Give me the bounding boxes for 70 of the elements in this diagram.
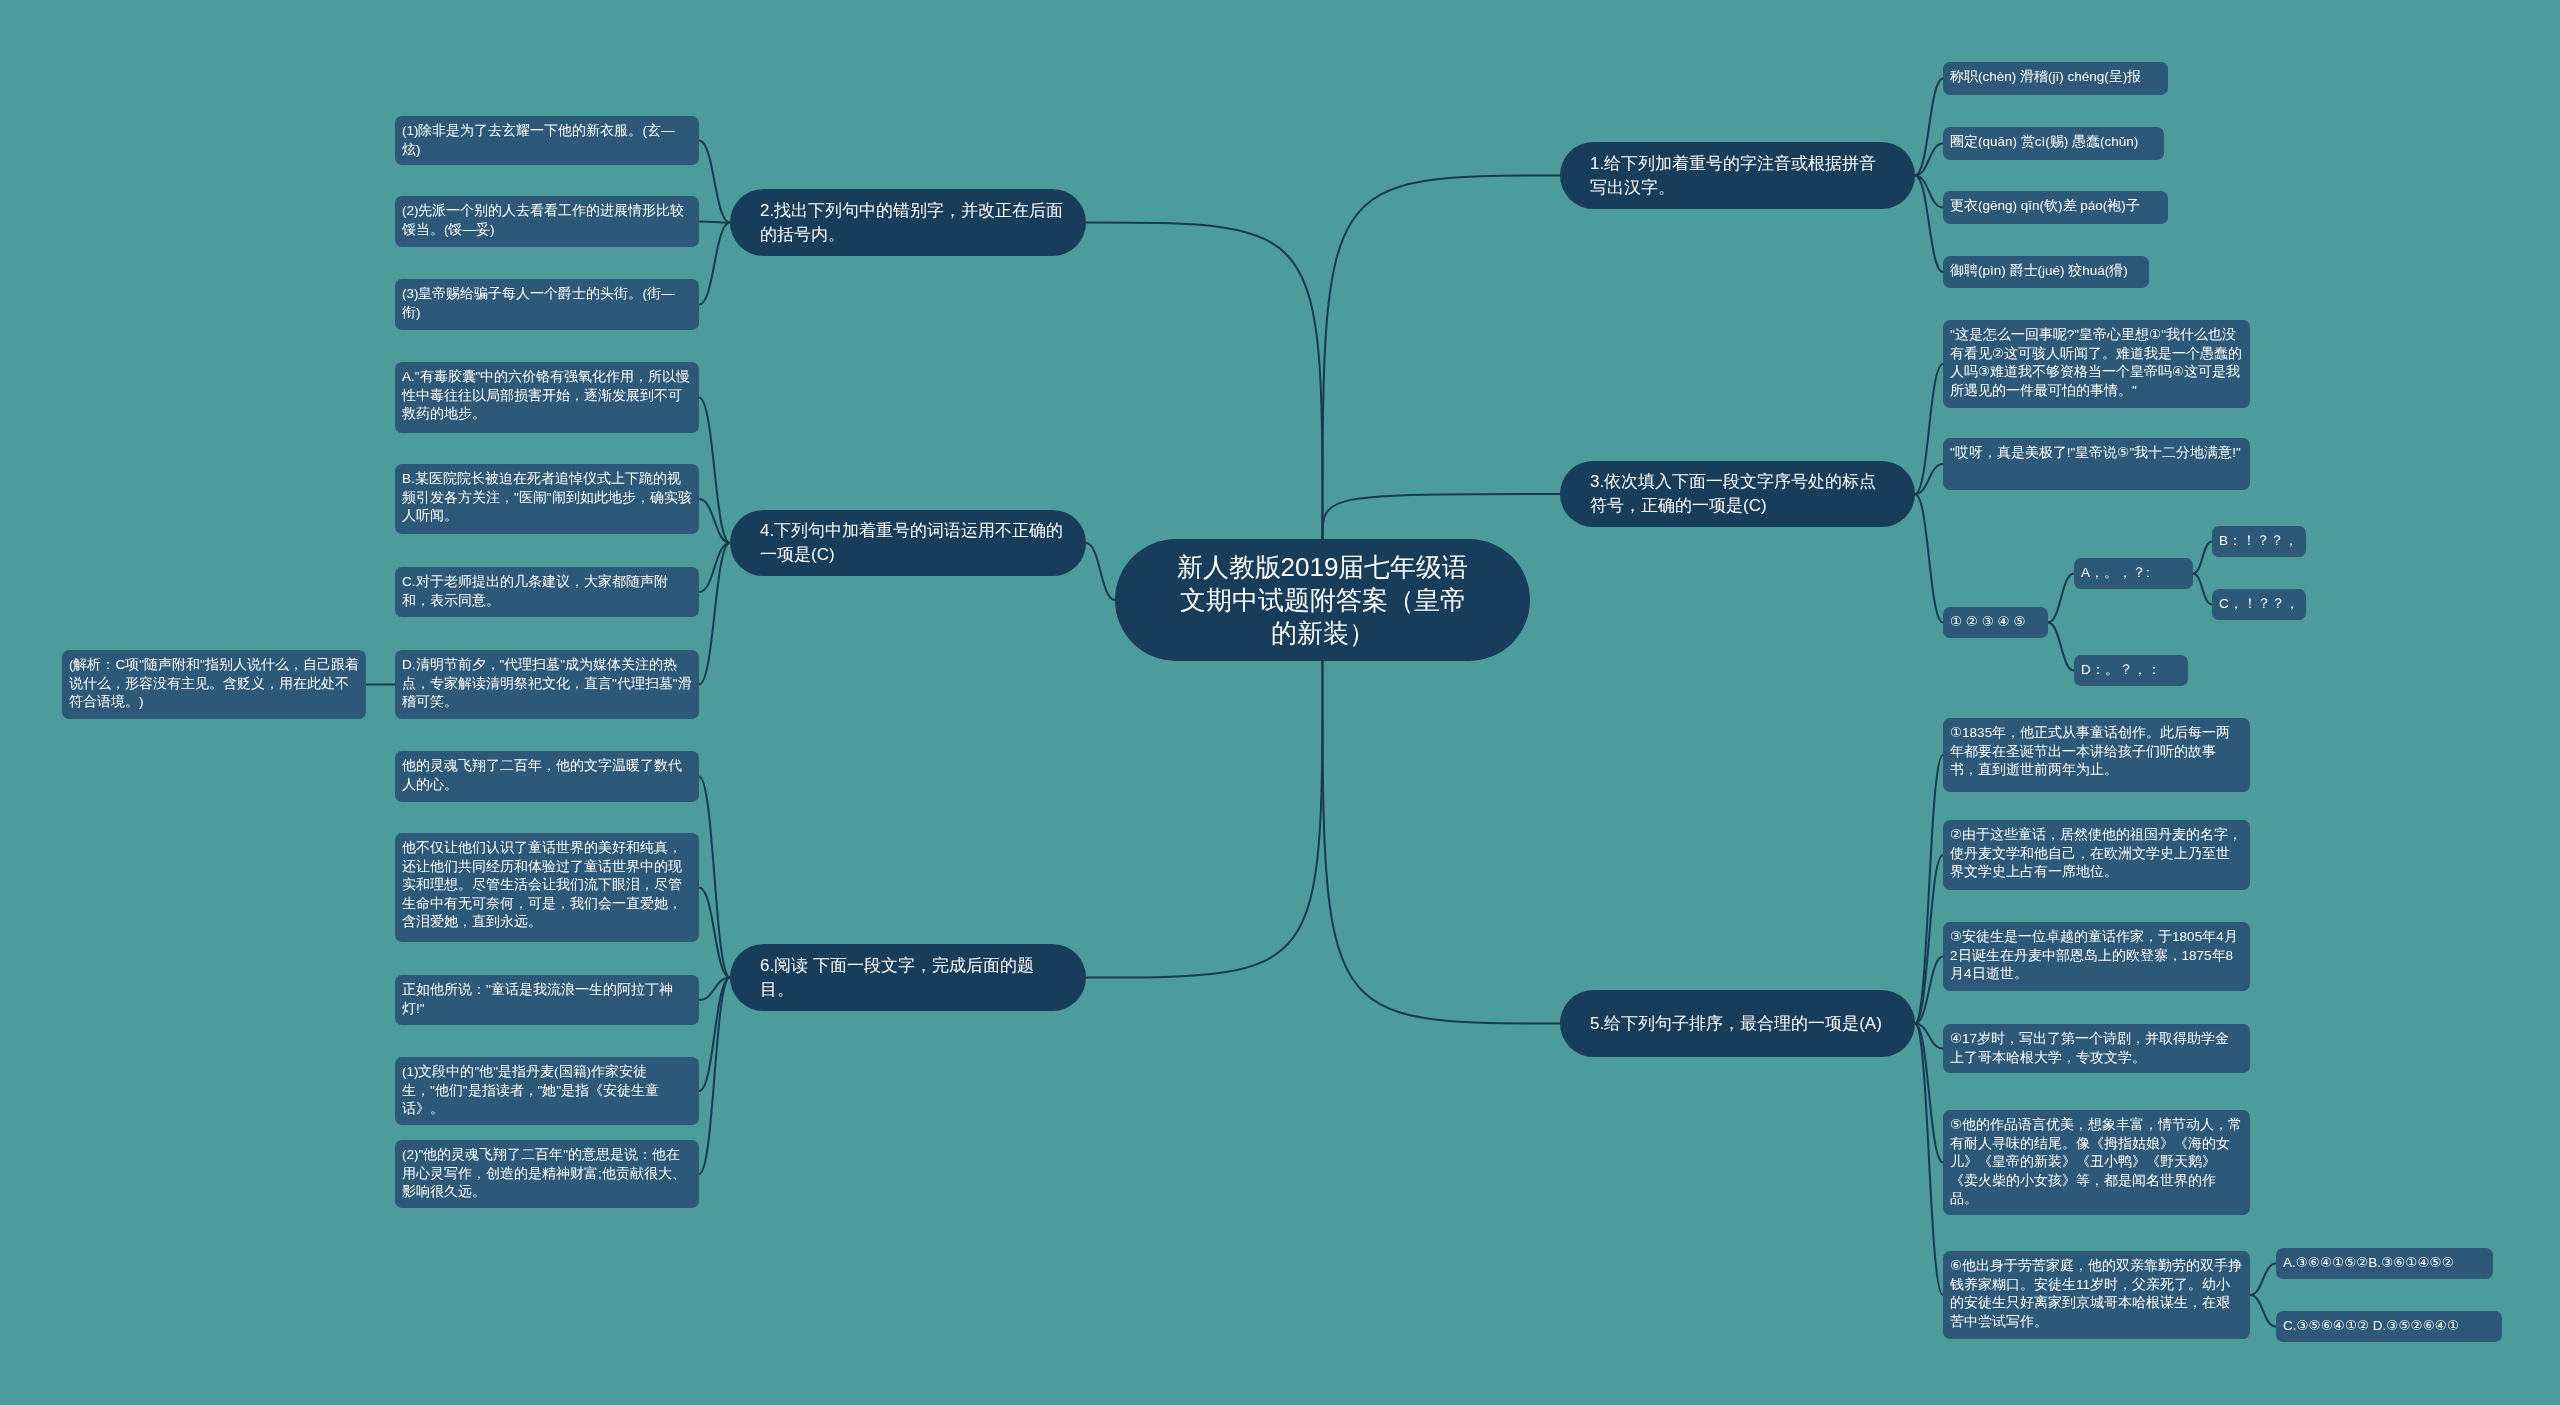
- connector-line: [2192, 572, 2213, 606]
- connector-line: [1914, 363, 1944, 495]
- subtopic-box: (1)除非是为了去玄耀一下他的新衣服。(玄—炫): [395, 116, 699, 165]
- topic-box: 5.给下列句子排序，最合理的一项是(A): [1560, 990, 1915, 1057]
- subtopic-box: D.清明节前夕，"代理扫墓"成为媒体关注的热点，专家解读清明祭祀文化，直言"代理扫墓"滑稽可笑。: [395, 650, 699, 719]
- subtopic-box: ① ② ③ ④ ⑤: [1943, 607, 2048, 638]
- subtopic-box: 他不仅让他们认识了童话世界的美好和纯真，还让他们共同经历和体验过了童话世界中的现实和理想。尽管生活会让我们流下眼泪，尽管生命中有无可奈何，可是，我们会一直爱她，含泪爱她，直到永远。: [395, 833, 699, 942]
- subtopic-box: 御聘(pìn) 爵士(jué) 狡huá(猾): [1943, 256, 2149, 288]
- connector-line: [2047, 621, 2075, 672]
- connector-line: [1914, 1022, 1944, 1050]
- connector-line: [698, 396, 731, 544]
- subtopic-box: B.某医院院长被迫在死者追悼仪式上下跪的视频引发各方关注，"医闹"闹到如此地步，确实骇人听闻。: [395, 464, 699, 534]
- connector-line: [1321, 493, 1561, 540]
- subtopic-box: ⑥他出身于劳苦家庭，他的双亲靠勤劳的双手挣钱养家糊口。安徒生11岁时，父亲死了。幼小的安徒生只好离家到京城哥本哈根谋生，在艰苦中尝试写作。: [1943, 1251, 2250, 1339]
- connector-line: [1321, 174, 1561, 540]
- central-topic: 新人教版2019届七年级语文期中试题附答案（皇帝的新装）: [1115, 539, 1530, 661]
- topic-box: 3.依次填入下面一段文字序号处的标点符号，正确的一项是(C): [1560, 461, 1915, 527]
- connector-line: [698, 498, 731, 544]
- connector-line: [2192, 540, 2213, 575]
- connector-line: [1914, 174, 1944, 273]
- subtopic-box: A."有毒胶囊"中的六价铬有强氧化作用，所以慢性中毒往往以局部损害开始，逐渐发展到不可救药的地步。: [395, 362, 699, 433]
- connector-line: [1914, 77, 1944, 177]
- connector-line: [1914, 463, 1944, 495]
- topic-box: 1.给下列加着重号的字注音或根据拼音写出汉字。: [1560, 142, 1915, 209]
- topic-box: 4.下列句中加着重号的词语运用不正确的一项是(C): [730, 510, 1086, 576]
- connector-line: [365, 683, 396, 686]
- connector-line: [1914, 1022, 1944, 1296]
- connector-line: [2047, 572, 2075, 624]
- subtopic-box: D：。？，：: [2074, 655, 2188, 686]
- subtopic-box: (3)皇帝赐给骗子每人一个爵士的头街。(街—衔): [395, 279, 699, 330]
- connector-line: [1321, 660, 1561, 1025]
- subtopic-box: C.对于老师提出的几条建议，大家都随声附和，表示同意。: [395, 567, 699, 617]
- subtopic-box: C，！？？，: [2212, 589, 2306, 620]
- subtopic-box: 更衣(gēng) qīn(钦)差 páo(袍)子: [1943, 191, 2168, 224]
- subtopic-box: ①1835年，他正式从事童话创作。此后每一两年都要在圣诞节出一本讲给孩子们听的故事书，直到逝世前两年为止。: [1943, 718, 2250, 792]
- connector-line: [698, 139, 731, 224]
- subtopic-box: (2)"他的灵魂飞翔了二百年"的意思是说：他在用心灵写作，创造的是精神财富;他贡献很大、影响很久远。: [395, 1140, 699, 1208]
- connector-line: [698, 542, 731, 686]
- subtopic-box: "哎呀，真是美极了!"皇帝说⑤"我十二分地满意!": [1943, 438, 2250, 490]
- connector-line: [2249, 1294, 2277, 1328]
- connector-line: [1914, 1022, 1944, 1164]
- subtopic-box: 圈定(quān) 赏cì(赐) 愚蠢(chǔn): [1943, 127, 2164, 160]
- subtopic-box: ②由于这些童话，居然使他的祖国丹麦的名字，使丹麦文学和他自己，在欧洲文学史上乃至世界文学史上占有一席地位。: [1943, 820, 2250, 890]
- subtopic-box: ④17岁时，写出了第一个诗剧，并取得助学金上了哥本哈根大学，专攻文学。: [1943, 1024, 2250, 1073]
- connector-line: [698, 542, 731, 593]
- topic-box: 2.找出下列句中的错别字，并改正在后面的括号内。: [730, 189, 1086, 256]
- subtopic-box: 正如他所说："童话是我流浪一生的阿拉丁神灯!": [395, 975, 699, 1025]
- connector-line: [1914, 854, 1944, 1025]
- subtopic-box: C.③⑤⑥④①② D.③⑤②⑥④①: [2276, 1311, 2502, 1342]
- connector-line: [1914, 955, 1944, 1025]
- subtopic-box: ⑤他的作品语言优美，想象丰富，情节动人，常有耐人寻味的结尾。像《拇指姑娘》《海的女儿》《皇帝的新装》《丑小鸭》《野天鹅》《卖火柴的小女孩》等，都是闻名世界的作品。: [1943, 1110, 2250, 1215]
- subtopic-box: (2)先派一个别的人去看看工作的进展情形比较馁当。(馁—妥): [395, 196, 699, 247]
- connector-line: [1914, 493, 1944, 624]
- connector-line: [1085, 660, 1324, 979]
- connector-line: [698, 221, 731, 306]
- subtopic-box: (解析：C项"随声附和"指别人说什么，自己跟着说什么，形容没有主见。含贬义，用在此处不符合语境。): [62, 650, 366, 719]
- topic-box: 6.阅读 下面一段文字，完成后面的题目。: [730, 944, 1086, 1011]
- subtopic-box: A.③⑥④①⑤②B.③⑥①④⑤②: [2276, 1248, 2493, 1279]
- connector-line: [2249, 1262, 2277, 1296]
- connector-line: [698, 775, 731, 979]
- subtopic-box: (1)文段中的"他"是指丹麦(国籍)作家安徒生，"他们"是指读者，"她"是指《安徒生童话》。: [395, 1057, 699, 1125]
- connector-line: [698, 976, 731, 1175]
- subtopic-box: "这是怎么一回事呢?"皇帝心里想①"我什么也没有看见②这可骇人听闻了。难道我是一个愚蠢的人吗③难道我不够资格当一个皇帝吗④这可是我所遇见的一件最可怕的事情。": [1943, 320, 2250, 408]
- subtopic-box: 称职(chèn) 滑稽(jī) chéng(呈)报: [1943, 62, 2168, 95]
- subtopic-box: ③安徒生是一位卓越的童话作家，于1805年4月2日诞生在丹麦中部恩岛上的欧登寨，1875年8月4日逝世。: [1943, 922, 2250, 991]
- connector-line: [698, 886, 731, 979]
- subtopic-box: 他的灵魂飞翔了二百年，他的文字温暖了数代人的心。: [395, 751, 699, 802]
- connector-line: [1085, 542, 1116, 601]
- subtopic-box: A，。，？:: [2074, 558, 2193, 589]
- subtopic-box: B：！？？，: [2212, 526, 2306, 557]
